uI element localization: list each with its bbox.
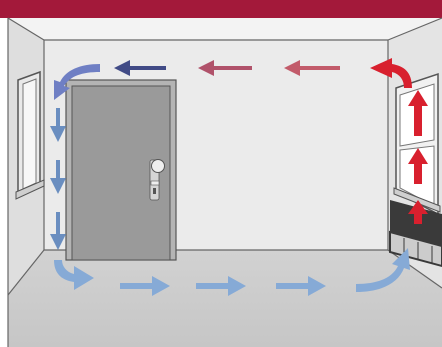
arrow-right-floor-3 <box>276 276 326 296</box>
arrow-up-hot-3 <box>408 90 428 136</box>
arrow-curve-top-left <box>54 64 100 100</box>
arrow-left-ceiling-2 <box>198 60 252 76</box>
header-band <box>0 0 442 18</box>
arrow-up-hot-1 <box>408 200 428 224</box>
door-handle <box>149 159 165 201</box>
arrow-curve-bottom-right <box>356 248 410 292</box>
arrow-right-floor-2 <box>196 276 246 296</box>
left-window <box>15 70 45 200</box>
airflow-arrows <box>50 58 428 296</box>
arrow-down-left-3 <box>50 212 66 250</box>
arrow-left-ceiling-3 <box>114 60 166 76</box>
arrow-curve-top-right <box>370 58 412 88</box>
arrow-curve-bottom-left <box>54 260 94 290</box>
ceiling <box>8 18 442 40</box>
arrow-down-left-2 <box>50 160 66 194</box>
arrow-down-left-1 <box>50 108 66 142</box>
door <box>65 79 177 261</box>
arrow-left-ceiling-1 <box>284 60 340 76</box>
arrow-right-floor-1 <box>120 276 170 296</box>
floor <box>8 250 442 347</box>
arrow-up-hot-2 <box>408 148 428 184</box>
